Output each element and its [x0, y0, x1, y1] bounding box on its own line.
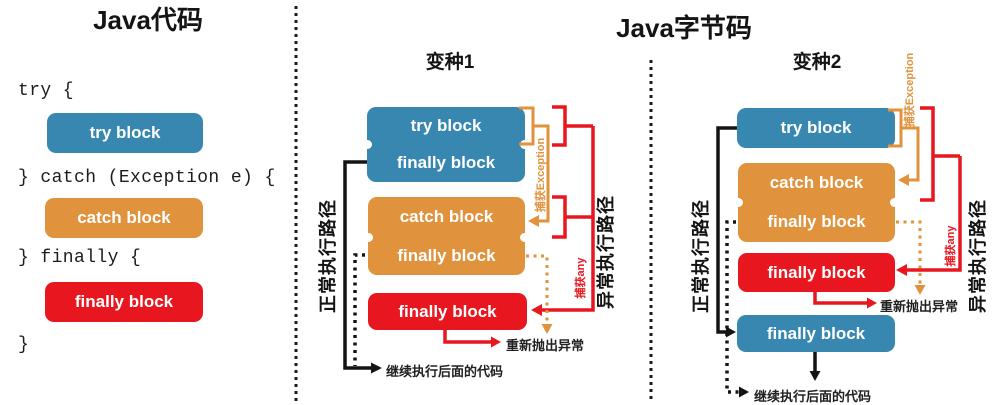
src-catch-block-label: catch block [77, 208, 171, 227]
v1-try-row: try block [410, 115, 482, 135]
v1-catch-row: catch block [399, 206, 494, 226]
notch [364, 233, 373, 242]
v1-try-finally-group: try block finally block [363, 107, 529, 182]
v1-red-rethrow-arrowhead [491, 336, 501, 348]
src-try-block: try block [47, 113, 203, 153]
v2-red-rethrow-line [813, 292, 867, 305]
notch [520, 140, 529, 149]
v2-normal-path-dotted-line [725, 220, 739, 394]
v1-catch-any-label: 捕获any [575, 257, 587, 299]
v1-catch-bracket-red [552, 195, 567, 239]
v2-continue-label: 继续执行后面的代码 [754, 389, 872, 404]
v1-try-bracket-red [552, 105, 567, 147]
v1-catch-exception-label: 捕获Exception [535, 137, 547, 213]
v2-catch-finally-group: catch block finally block [734, 163, 899, 242]
v2-exception-path-label: 异常执行路径 [968, 199, 988, 313]
v1-continue-label: 继续执行后面的代码 [386, 364, 504, 379]
v2-red-rethrow-arrowhead [867, 297, 877, 309]
src-try-block-label: try block [89, 123, 161, 142]
notch [890, 198, 899, 207]
v1-exception-path-label: 异常执行路径 [596, 195, 616, 309]
v2-normal-path-line [716, 126, 737, 334]
v1-normal-path-label: 正常执行路径 [318, 199, 338, 313]
v1-normal-path-dotted-line [353, 253, 365, 366]
v2-continue-arrowhead [739, 386, 749, 398]
java-code-title: Java代码 [93, 5, 203, 35]
v2-catch-any-label: 捕获any [945, 225, 957, 267]
variant2-title: 变种2 [792, 52, 842, 73]
v2-catch-exception-label: 捕获Exception [904, 52, 916, 128]
notch [734, 198, 743, 207]
v2-finally-row-orange: finally block [767, 212, 866, 232]
v2-try-block: try block [737, 108, 895, 148]
v2-normal-arrowhead [726, 326, 736, 338]
code-line-try: try { [18, 81, 75, 101]
code-line-close: } [18, 335, 30, 355]
v2-finally-red-label: finally block [767, 262, 866, 282]
v2-orange-rethrow-arrowhead [914, 285, 926, 295]
v2-catch-exception-line [901, 126, 920, 182]
src-finally-block: finally block [45, 282, 203, 322]
v1-finally-block-red: finally block [368, 293, 527, 330]
variant1-title: 变种1 [425, 52, 475, 73]
v2-catch-row: catch block [769, 172, 864, 192]
src-catch-block: catch block [45, 198, 203, 238]
v2-try-catch-bracket-red [920, 106, 935, 202]
notch [520, 233, 529, 242]
v1-rethrow-label: 重新抛出异常 [506, 338, 585, 353]
v2-try-row: try block [780, 118, 852, 137]
v1-red-rethrow-line [443, 329, 491, 344]
v2-normal-path-label: 正常执行路径 [691, 199, 711, 313]
v2-finally-arrowhead [896, 264, 907, 276]
v2-finally-block-bottom: finally block [737, 315, 895, 352]
v1-finally-red-label: finally block [398, 301, 497, 321]
v1-continue-arrowhead [371, 362, 382, 374]
java-bytecode-title: Java字节码 [616, 13, 752, 43]
v2-finally-bottom-label: finally block [766, 323, 866, 343]
v1-finally-row-blue: finally block [396, 153, 496, 173]
v1-orange-rethrow-arrowhead [541, 324, 553, 334]
v2-catch-exception-arrowhead [898, 174, 909, 186]
v1-finally-row-orange: finally block [397, 245, 496, 265]
v2-finally-down-arrowhead [809, 371, 821, 381]
v1-orange-dotted-rethrow-line [526, 254, 549, 324]
v2-finally-block-red: finally block [738, 253, 895, 292]
code-line-catch: } catch (Exception e) { [18, 168, 276, 188]
src-finally-block-label: finally block [74, 292, 174, 311]
v1-finally-arrowhead [531, 304, 542, 316]
v2-rethrow-label: 重新抛出异常 [880, 299, 959, 314]
code-line-finally: } finally { [18, 248, 142, 268]
notch [363, 140, 372, 149]
v2-orange-dotted-rethrow-line [896, 220, 922, 285]
v1-catch-finally-group: catch block finally block [364, 197, 529, 275]
